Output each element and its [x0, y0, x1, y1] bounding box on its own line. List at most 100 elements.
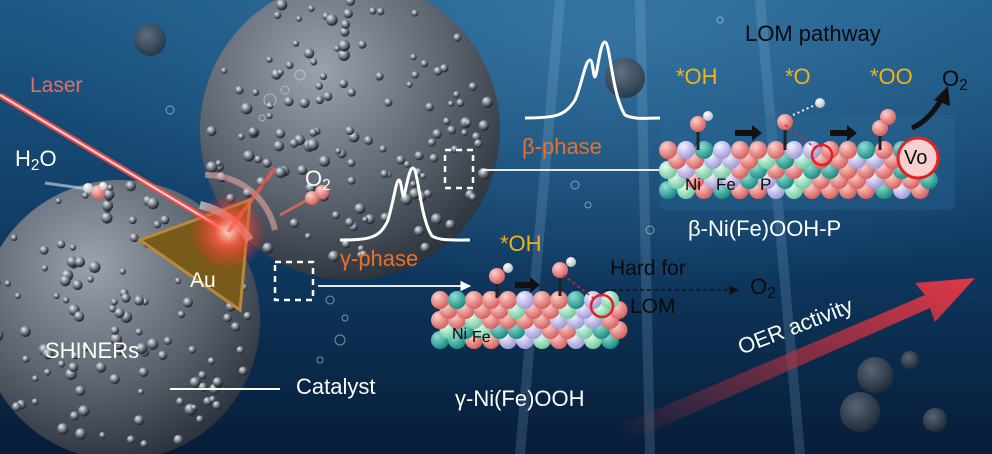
nanoparticle	[239, 367, 248, 376]
nanoparticle	[191, 405, 197, 411]
gamma-phase-label: γ-phase	[340, 248, 418, 270]
lattice-atom	[731, 141, 749, 159]
nanoparticle	[445, 220, 455, 230]
nanoparticle	[290, 139, 299, 148]
nanoparticle	[447, 126, 456, 135]
nanoparticle	[102, 200, 113, 211]
nanoparticle	[420, 243, 430, 253]
nanoparticle	[469, 82, 477, 90]
nanoparticle	[158, 351, 167, 360]
lom-pathway-title: LOM pathway	[745, 23, 881, 45]
nanoparticle	[99, 432, 105, 438]
nanoparticle	[381, 170, 389, 178]
nanoparticle	[448, 101, 454, 107]
nanoparticle	[20, 326, 31, 337]
nanoparticle	[176, 398, 184, 406]
nanoparticle	[284, 97, 294, 107]
nanoparticle	[5, 280, 11, 286]
nanoparticle	[243, 312, 251, 320]
nanoparticle	[175, 278, 181, 284]
nanoparticle	[262, 159, 271, 168]
nanoparticle	[431, 213, 442, 224]
nanoparticle	[174, 435, 184, 445]
nanoparticle	[56, 198, 62, 204]
nanoparticle	[429, 154, 438, 163]
lattice-atom	[567, 291, 585, 309]
nanoparticle	[207, 126, 217, 136]
lattice-atom	[677, 141, 695, 159]
nanoparticle	[304, 48, 314, 58]
nanoparticle	[277, 69, 284, 76]
ni-beta-label: Ni	[685, 176, 701, 193]
nanoparticle	[101, 212, 112, 223]
h2o-label: H2O	[15, 148, 57, 173]
beta-oo-label: *OO	[870, 66, 913, 88]
lattice-atom	[857, 141, 875, 159]
beta-phase-label: β-phase	[522, 136, 602, 158]
lom-label: LOM	[630, 296, 676, 317]
nanoparticle	[183, 297, 193, 307]
fe-gamma-label: Fe	[472, 330, 491, 346]
nanoparticle	[22, 356, 29, 363]
nanoparticle	[369, 7, 376, 14]
nanoparticle	[341, 20, 350, 29]
nanoparticle	[57, 240, 65, 248]
lattice-atom	[499, 291, 517, 309]
shiners-label: SHINERs	[45, 340, 139, 362]
vo-label: Vo	[904, 148, 927, 168]
nanoparticle	[164, 337, 172, 345]
nanoparticle	[345, 126, 354, 135]
laser-label: Laser	[30, 75, 83, 96]
beta-o2-label: O2	[942, 68, 968, 93]
nanoparticle	[208, 357, 215, 364]
nanoparticle	[57, 423, 68, 434]
nanoparticle	[15, 293, 21, 299]
nanoparticle	[78, 405, 89, 416]
beta-o-label: *O	[785, 66, 811, 88]
nanoparticle	[461, 129, 468, 136]
nanoparticle	[96, 362, 106, 372]
nanoparticle	[235, 86, 243, 94]
nanoparticle	[262, 243, 273, 254]
nanoparticle	[396, 155, 405, 164]
nanoparticle	[139, 367, 149, 377]
nanoparticle	[135, 328, 142, 335]
nanoparticle	[44, 369, 51, 376]
nanoparticle	[343, 9, 352, 18]
nanoparticle	[111, 299, 118, 306]
nanoparticle	[379, 145, 386, 152]
nanoparticle	[362, 217, 368, 223]
lattice-atom	[767, 141, 785, 159]
nanoparticle	[414, 226, 424, 236]
nanoparticle	[11, 234, 18, 241]
nanoparticle	[415, 151, 424, 160]
nanoparticle	[274, 12, 281, 19]
nanoparticle	[236, 346, 244, 354]
lattice-atom	[713, 141, 731, 159]
nanoparticle	[440, 64, 448, 72]
nanoparticle	[129, 216, 137, 224]
nanoparticle	[410, 181, 417, 188]
nanoparticle	[243, 150, 254, 161]
au-label: Au	[190, 270, 216, 291]
nanoparticle	[147, 197, 159, 209]
nanoparticle	[134, 415, 144, 425]
nanoparticle	[425, 103, 434, 112]
nanoparticle	[456, 99, 464, 107]
nanoparticle	[107, 184, 113, 190]
nanoparticle	[421, 60, 428, 67]
nanoparticle	[469, 194, 476, 201]
nanoparticle	[74, 311, 84, 321]
nanoparticle	[252, 89, 259, 96]
nanoparticle	[178, 311, 185, 318]
nanoparticle	[290, 219, 299, 228]
lattice-atom	[839, 141, 857, 159]
lattice-atom	[448, 291, 466, 309]
nanoparticle	[309, 129, 317, 137]
lattice-atom	[659, 141, 677, 159]
nanoparticle	[32, 375, 39, 382]
nanoparticle	[249, 127, 258, 136]
nanoparticle	[138, 389, 144, 395]
beta-oh-label: *OH	[676, 66, 718, 88]
